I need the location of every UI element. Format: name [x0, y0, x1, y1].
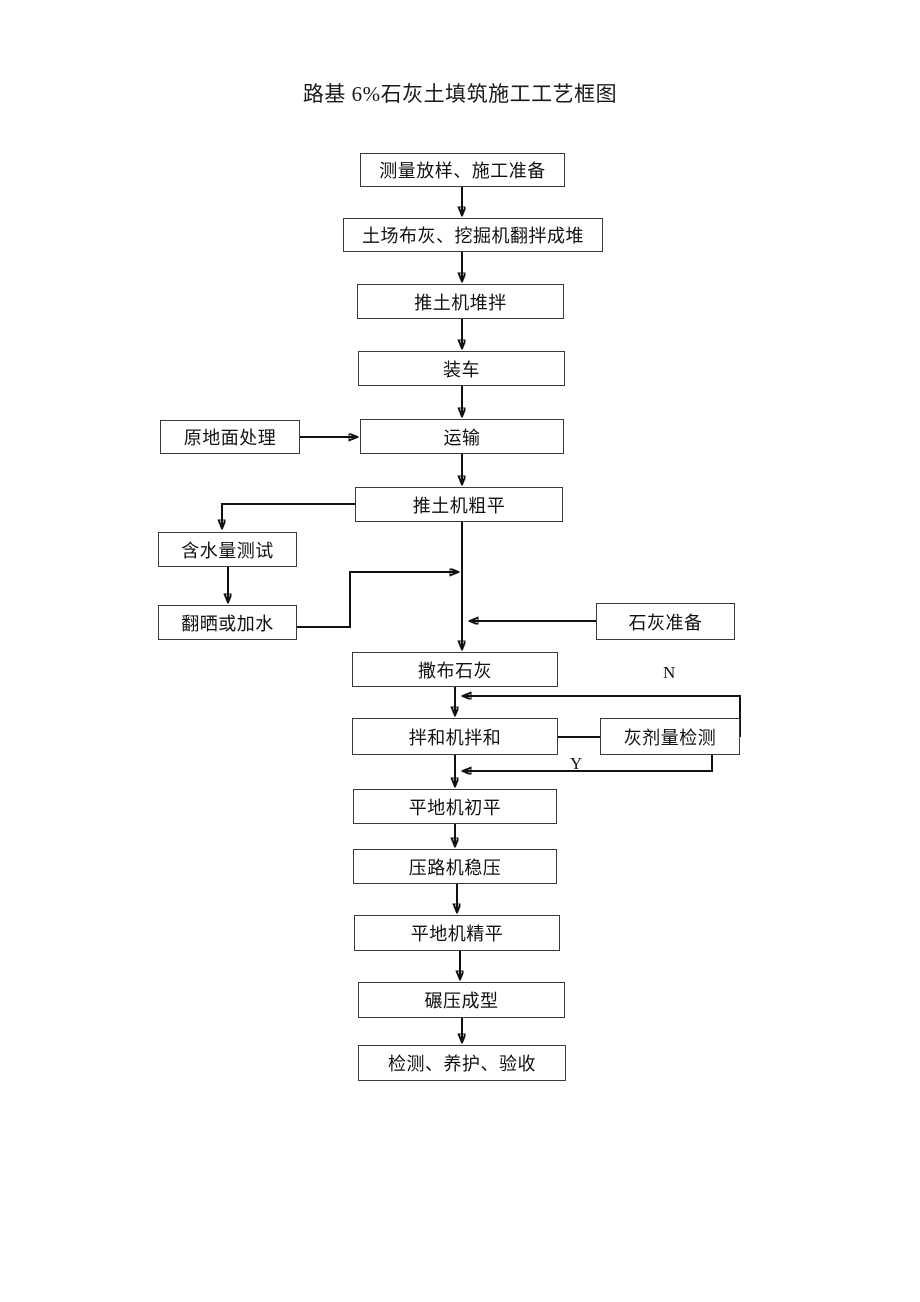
flowchart-node-spread_lime: 土场布灰、挖掘机翻拌成堆 [343, 218, 603, 252]
edge-dozerrough-to-moisture [222, 503, 355, 528]
flowchart-node-ground_prep: 原地面处理 [160, 420, 300, 454]
flowchart-node-roller_stab: 压路机稳压 [353, 849, 557, 884]
flowchart-node-lime_test: 灰剂量检测 [600, 718, 740, 755]
flowchart-node-survey: 测量放样、施工准备 [360, 153, 565, 187]
flowchart-node-moisture: 含水量测试 [158, 532, 297, 567]
flowchart-node-loading: 装车 [358, 351, 565, 386]
flowchart-node-dry_or_water: 翻晒或加水 [158, 605, 297, 640]
edge-feedback-y [463, 755, 713, 771]
flowchart-node-grader_fine: 平地机精平 [354, 915, 560, 951]
branch-label-y: Y [570, 754, 583, 773]
flowchart-node-lime_prep: 石灰准备 [596, 603, 735, 640]
flowchart-node-grader_first: 平地机初平 [353, 789, 557, 824]
flowchart-node-dozer_rough: 推土机粗平 [355, 487, 563, 522]
flowchart-node-lime_spread: 撒布石灰 [352, 652, 558, 687]
flowchart-node-dozer_mix: 推土机堆拌 [357, 284, 564, 319]
flowchart-node-transport: 运输 [360, 419, 564, 454]
flowchart-node-mixer: 拌和机拌和 [352, 718, 558, 755]
flowchart-node-compaction: 碾压成型 [358, 982, 565, 1018]
page-title: 路基 6%石灰土填筑施工工艺框图 [302, 82, 618, 106]
branch-label-n: N [663, 663, 676, 682]
edge-dryorwater-rejoin-main [297, 572, 458, 628]
flowchart-node-inspection: 检测、养护、验收 [358, 1045, 566, 1081]
